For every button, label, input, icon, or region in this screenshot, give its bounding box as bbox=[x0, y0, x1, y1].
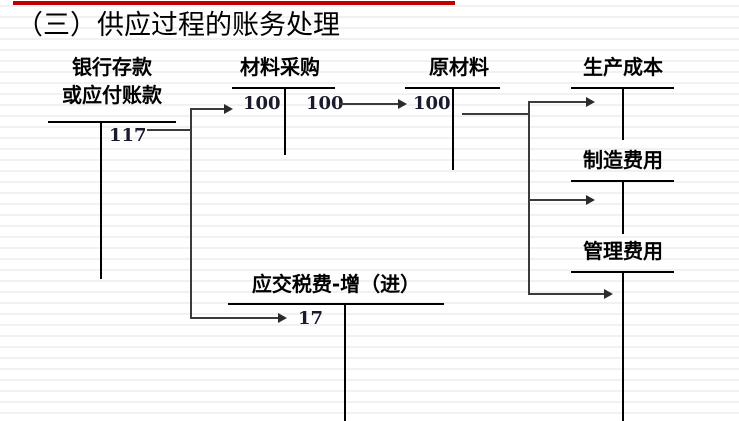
account-label-manufacturing-overhead: 制造费用 bbox=[583, 148, 663, 172]
t-bar-bank-or-payable bbox=[48, 121, 176, 123]
flow-line-to-manufacturing-overhead bbox=[528, 199, 590, 201]
account-label-production-cost: 生产成本 bbox=[583, 55, 663, 79]
arrow-head-to-manufacturing-overhead bbox=[586, 195, 595, 205]
amount-raw-material-debit: 100 bbox=[413, 93, 451, 114]
t-stem-material-purchase bbox=[284, 87, 286, 155]
t-stem-administrative-expense bbox=[622, 271, 624, 421]
arrow-head-to-administrative-expense bbox=[604, 289, 613, 299]
page-title: （三）供应过程的账务处理 bbox=[16, 10, 340, 41]
amount-bank-or-payable-credit: 117 bbox=[109, 125, 147, 146]
flow-line-material-purchase-to-raw-material bbox=[340, 103, 402, 105]
flow-line-raw-material-trunk bbox=[528, 101, 530, 294]
flow-line-raw-material-stub bbox=[462, 113, 530, 115]
amount-material-purchase-debit: 100 bbox=[243, 93, 281, 114]
account-label-tax-payable-vat-input: 应交税费-增（进） bbox=[251, 272, 421, 296]
arrow-head-to-raw-material bbox=[398, 99, 407, 109]
t-stem-bank-or-payable bbox=[100, 121, 102, 279]
arrow-head-to-vat-input bbox=[278, 313, 287, 323]
flow-line-to-administrative-expense bbox=[528, 293, 608, 295]
flow-line-to-material-purchase bbox=[190, 108, 228, 110]
t-stem-raw-material bbox=[452, 87, 454, 170]
flow-line-to-production-cost bbox=[528, 101, 590, 103]
t-stem-manufacturing-overhead bbox=[622, 180, 624, 234]
account-label-bank-deposit: 银行存款 bbox=[72, 55, 152, 79]
accent-rule bbox=[13, 1, 455, 5]
account-label-raw-material: 原材料 bbox=[429, 55, 489, 79]
amount-material-purchase-credit: 100 bbox=[306, 93, 344, 114]
amount-tax-payable-vat-input-debit: 17 bbox=[298, 308, 324, 329]
account-label-administrative-expense: 管理费用 bbox=[583, 239, 663, 263]
flow-line-payable-branch-trunk bbox=[190, 108, 192, 319]
arrow-head-to-production-cost bbox=[586, 97, 595, 107]
account-label-accounts-payable: 或应付账款 bbox=[62, 83, 162, 107]
t-bar-tax-payable-vat-input bbox=[228, 303, 444, 305]
arrow-head-to-material-purchase bbox=[224, 104, 233, 114]
t-stem-production-cost bbox=[622, 87, 624, 140]
flow-line-payable-branch-stub bbox=[147, 129, 191, 131]
account-label-material-purchase: 材料采购 bbox=[240, 55, 320, 79]
t-bar-material-purchase bbox=[232, 87, 335, 89]
t-stem-tax-payable-vat-input bbox=[344, 303, 346, 421]
flow-line-to-vat-input bbox=[190, 317, 280, 319]
